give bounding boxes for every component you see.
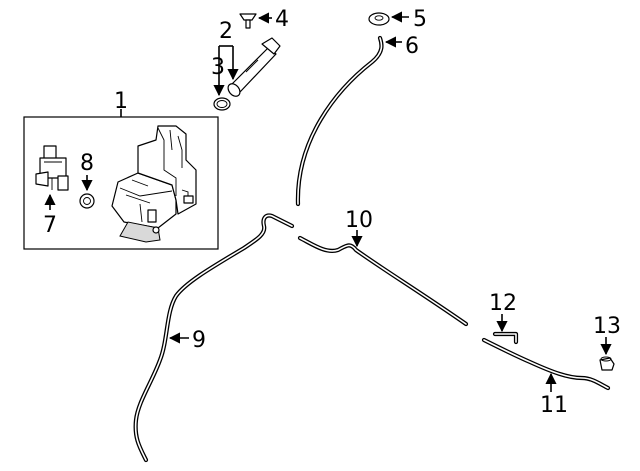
callout-5: 5 — [413, 7, 427, 32]
callout-2: 2 — [219, 19, 233, 44]
callout-10: 10 — [345, 208, 373, 233]
callout-1: 1 — [114, 89, 128, 114]
callout-13: 13 — [593, 314, 621, 339]
hose-6 — [295, 35, 384, 207]
callout-7: 7 — [43, 213, 57, 238]
washer-pump — [35, 145, 69, 191]
washer-reservoir — [111, 125, 197, 243]
o-ring — [213, 97, 231, 111]
clip — [239, 13, 257, 29]
callout-4: 4 — [275, 7, 289, 32]
filler-neck — [227, 37, 281, 97]
filler-neck-group: 2 3 4 — [211, 7, 289, 111]
callout-11: 11 — [540, 393, 568, 418]
callout-3: 3 — [211, 55, 225, 80]
callout-12: 12 — [489, 291, 517, 316]
callout-8: 8 — [80, 151, 94, 176]
hose-grommet — [368, 12, 390, 26]
pump-grommet — [79, 193, 95, 209]
reservoir-assembly-group: 1 7 — [23, 89, 219, 250]
connector-12 — [492, 331, 519, 345]
callout-6: 6 — [405, 34, 419, 59]
nozzle-13 — [599, 356, 615, 371]
hose-11 — [481, 337, 611, 391]
hose-9 — [133, 213, 295, 463]
hose-10 — [297, 235, 469, 327]
callout-9: 9 — [192, 328, 206, 353]
